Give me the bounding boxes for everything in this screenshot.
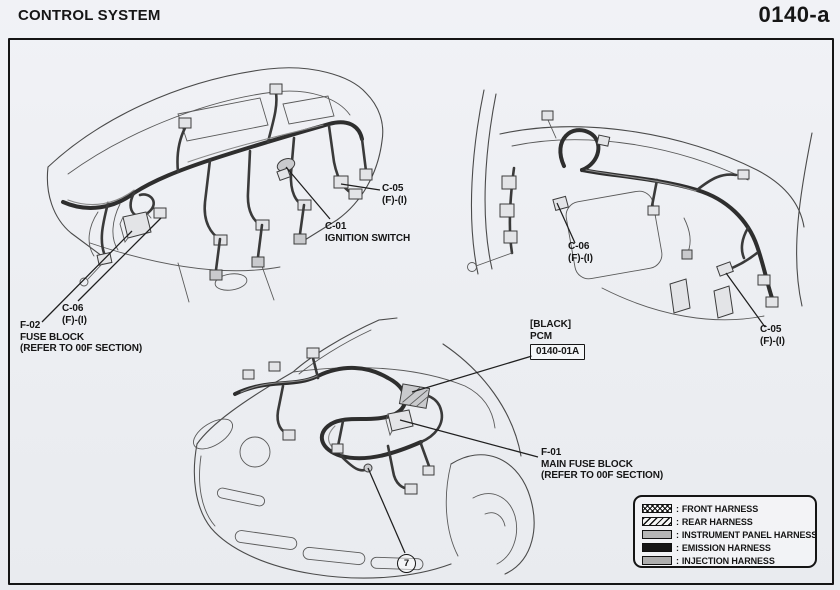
leader-marker7 bbox=[367, 467, 406, 554]
callout-cowl-c06: C-06 (F)-(I) bbox=[568, 241, 593, 264]
black-swatch-icon bbox=[642, 543, 672, 552]
page-title: CONTROL SYSTEM bbox=[18, 7, 161, 24]
callout-pcm: [BLACK] PCM 0140-01A bbox=[530, 319, 586, 360]
callout-f01: F-01 MAIN FUSE BLOCK (REFER TO 00F SECTI… bbox=[541, 447, 664, 481]
leader-cowl-c06 bbox=[556, 202, 576, 244]
diagonal-hatch-swatch-icon bbox=[642, 517, 672, 526]
callout-cowl-c05: C-05 (F)-(I) bbox=[760, 324, 785, 347]
legend-row-rear-harness: :REAR HARNESS bbox=[642, 515, 815, 528]
legend-row-instrument-panel-harness: :INSTRUMENT PANEL HARNESS bbox=[642, 528, 817, 541]
pcm-section-refbox: 0140-01A bbox=[530, 344, 586, 360]
legend-row-front-harness: :FRONT HARNESS bbox=[642, 502, 815, 515]
callout-dash-c01: C-01 IGNITION SWITCH bbox=[325, 221, 411, 244]
leader-dash-c01 bbox=[285, 166, 331, 220]
diagram-frame bbox=[8, 38, 834, 585]
instrument-panel-harness-drawing bbox=[46, 67, 384, 303]
leader-pcm bbox=[411, 355, 533, 393]
gray-swatch-icon bbox=[642, 556, 672, 565]
legend-row-emission-harness: :EMISSION HARNESS bbox=[642, 541, 815, 554]
leader-dash-c06 bbox=[77, 217, 162, 302]
leader-dash-f02 bbox=[41, 230, 133, 323]
callout-marker-7: 7 bbox=[397, 554, 416, 573]
leader-dash-c05 bbox=[340, 183, 381, 191]
leader-cowl-c05 bbox=[725, 272, 766, 328]
page-code: 0140-a bbox=[758, 2, 830, 27]
legend-row-injection-harness: :INJECTION HARNESS bbox=[642, 554, 815, 567]
crosshatch-swatch-icon bbox=[642, 504, 672, 513]
harness-legend: :FRONT HARNESS :REAR HARNESS :INSTRUMENT… bbox=[633, 495, 817, 568]
engine-bay-front-drawing bbox=[193, 317, 535, 579]
cowl-side-harness-drawing bbox=[467, 89, 813, 321]
light-gray-swatch-icon bbox=[642, 530, 672, 539]
callout-dash-c05: C-05 (F)-(I) bbox=[382, 183, 407, 206]
callout-dash-c06: C-06 (F)-(I) bbox=[62, 303, 87, 326]
leader-f01 bbox=[399, 419, 539, 458]
callout-dash-f02: F-02 FUSE BLOCK (REFER TO 00F SECTION) bbox=[20, 320, 143, 354]
